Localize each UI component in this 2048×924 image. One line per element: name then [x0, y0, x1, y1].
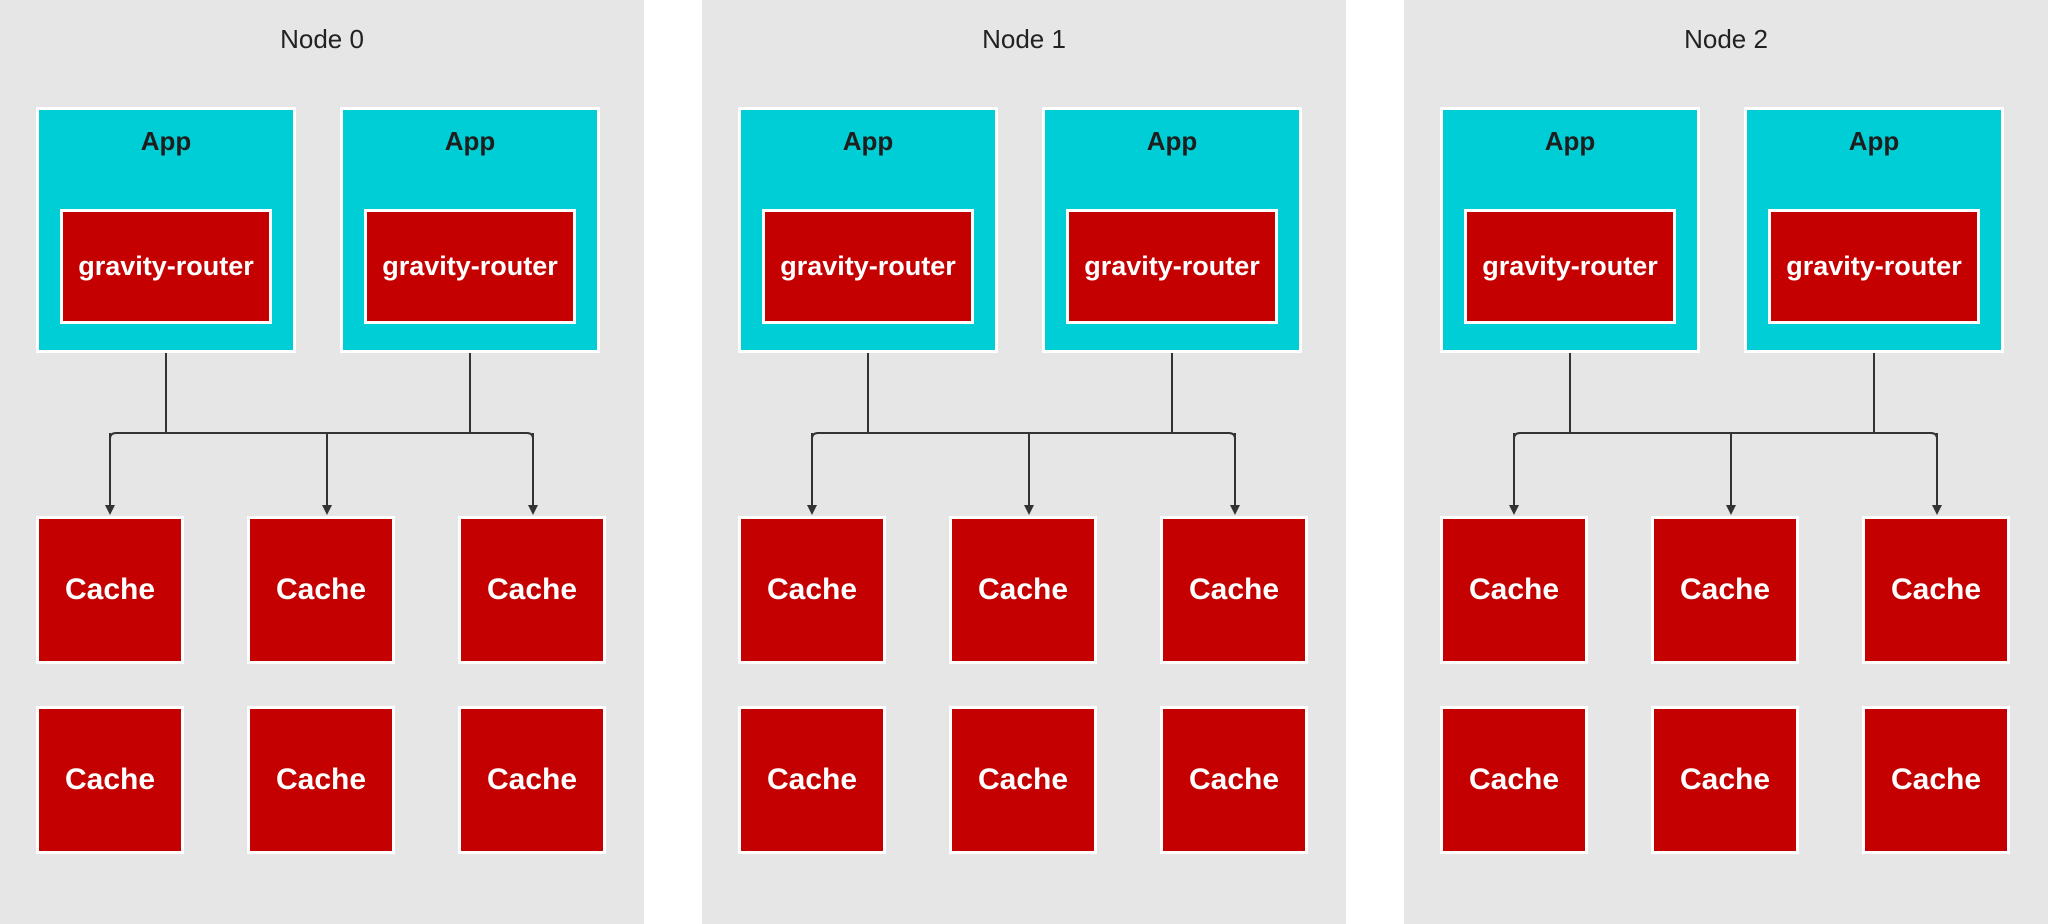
- cache-box: Cache: [36, 706, 184, 854]
- node-title: Node 1: [982, 24, 1066, 54]
- bus-connector-line: [109, 432, 534, 440]
- cache-label: Cache: [766, 573, 858, 606]
- router-label: gravity-router: [78, 251, 254, 281]
- cache-box: Cache: [949, 706, 1097, 854]
- gravity-router-box: gravity-router: [762, 209, 974, 324]
- cache-box: Cache: [738, 516, 886, 664]
- cache-box: Cache: [949, 516, 1097, 664]
- router-label: gravity-router: [780, 251, 956, 281]
- cache-label: Cache: [486, 573, 578, 606]
- cache-label: Cache: [1890, 573, 1982, 606]
- cache-label: Cache: [766, 763, 858, 796]
- cache-box: Cache: [247, 516, 395, 664]
- arrowhead: [1726, 505, 1736, 515]
- cache-box: Cache: [1862, 706, 2010, 854]
- app-box: App gravity-router: [1744, 107, 2004, 353]
- router-label: gravity-router: [1786, 251, 1962, 281]
- cache-box: Cache: [1862, 516, 2010, 664]
- arrowhead: [105, 505, 115, 515]
- cache-box: Cache: [1440, 706, 1588, 854]
- gravity-router-box: gravity-router: [1768, 209, 1980, 324]
- cache-box: Cache: [1160, 516, 1308, 664]
- arrowhead: [1024, 505, 1034, 515]
- node-title: Node 2: [1684, 24, 1768, 54]
- cache-label: Cache: [1890, 763, 1982, 796]
- cache-label: Cache: [977, 573, 1069, 606]
- node-panel-1: Node 1 App gravity-router App gravity-ro…: [702, 0, 1346, 924]
- cache-box: Cache: [36, 516, 184, 664]
- cache-box: Cache: [1160, 706, 1308, 854]
- app-label: App: [1146, 126, 1198, 156]
- arrowhead: [322, 505, 332, 515]
- cache-label: Cache: [64, 573, 156, 606]
- cache-label: Cache: [486, 763, 578, 796]
- cache-box: Cache: [738, 706, 886, 854]
- arrowhead: [807, 505, 817, 515]
- app-box: App gravity-router: [1440, 107, 1700, 353]
- cache-label: Cache: [977, 763, 1069, 796]
- cache-box: Cache: [458, 516, 606, 664]
- cache-box: Cache: [458, 706, 606, 854]
- router-label: gravity-router: [1482, 251, 1658, 281]
- app-label: App: [1544, 126, 1596, 156]
- gravity-router-box: gravity-router: [60, 209, 272, 324]
- app-label: App: [842, 126, 894, 156]
- arrowhead: [1932, 505, 1942, 515]
- app-label: App: [444, 126, 496, 156]
- cache-label: Cache: [275, 573, 367, 606]
- arrowhead: [1230, 505, 1240, 515]
- app-label: App: [1848, 126, 1900, 156]
- cache-label: Cache: [1468, 573, 1560, 606]
- cache-label: Cache: [1468, 763, 1560, 796]
- arrowhead: [528, 505, 538, 515]
- cache-label: Cache: [64, 763, 156, 796]
- gravity-router-box: gravity-router: [1464, 209, 1676, 324]
- router-label: gravity-router: [382, 251, 558, 281]
- app-box: App gravity-router: [36, 107, 296, 353]
- bus-connector-line: [1513, 432, 1938, 440]
- node-panel-0: Node 0 App gravity-router App gravity-ro…: [0, 0, 644, 924]
- cache-label: Cache: [1188, 573, 1280, 606]
- cache-label: Cache: [1679, 763, 1771, 796]
- cache-box: Cache: [1651, 516, 1799, 664]
- cache-label: Cache: [275, 763, 367, 796]
- cache-label: Cache: [1188, 763, 1280, 796]
- node-panel-2: Node 2 App gravity-router App gravity-ro…: [1404, 0, 2048, 924]
- app-box: App gravity-router: [340, 107, 600, 353]
- node-title: Node 0: [280, 24, 364, 54]
- bus-connector-line: [811, 432, 1236, 440]
- app-box: App gravity-router: [1042, 107, 1302, 353]
- app-box: App gravity-router: [738, 107, 998, 353]
- cache-box: Cache: [1651, 706, 1799, 854]
- cache-label: Cache: [1679, 573, 1771, 606]
- connector-lines: [105, 353, 538, 515]
- arrowhead: [1509, 505, 1519, 515]
- app-label: App: [140, 126, 192, 156]
- cache-box: Cache: [247, 706, 395, 854]
- router-label: gravity-router: [1084, 251, 1260, 281]
- connector-lines: [807, 353, 1240, 515]
- connector-lines: [1509, 353, 1942, 515]
- gravity-router-box: gravity-router: [364, 209, 576, 324]
- cache-box: Cache: [1440, 516, 1588, 664]
- gravity-router-box: gravity-router: [1066, 209, 1278, 324]
